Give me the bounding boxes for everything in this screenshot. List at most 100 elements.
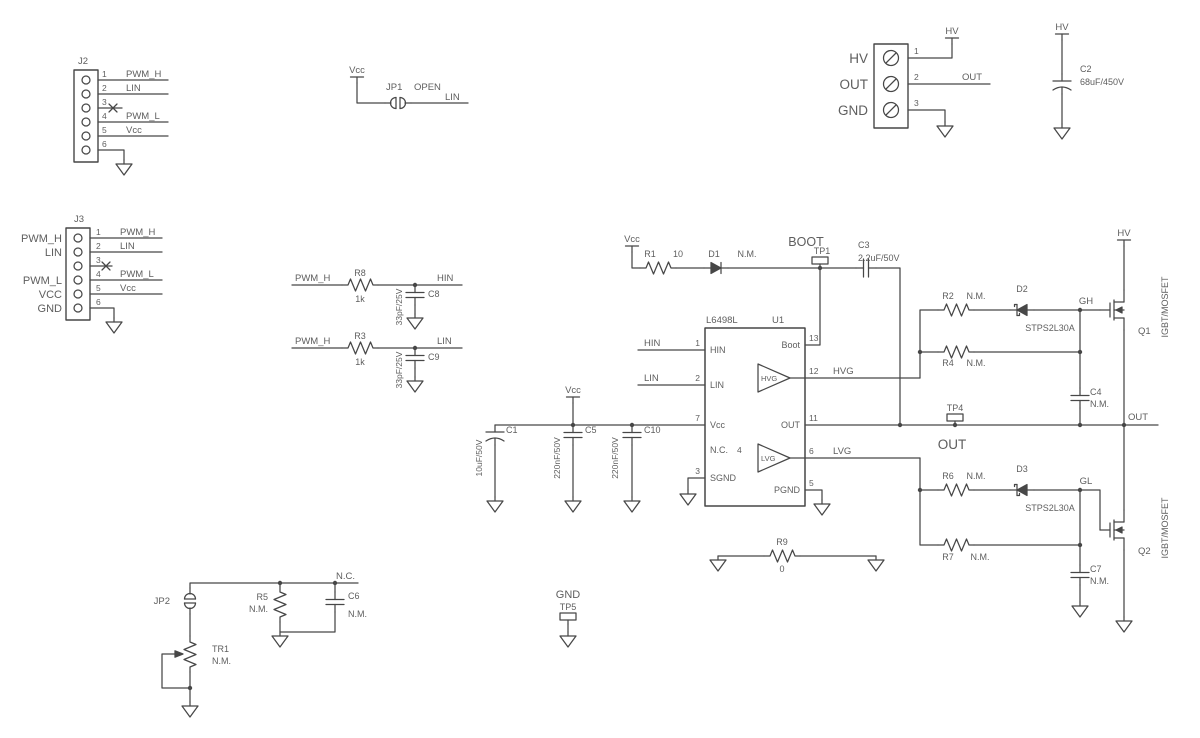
pin-name: PGND (774, 485, 801, 495)
component-ref: R1 (644, 249, 656, 259)
component-ref: R6 (942, 471, 954, 481)
ground-symbol (1115, 616, 1133, 633)
screw-contact (882, 49, 900, 67)
testpoint-symbol (559, 612, 577, 625)
component-ref: Q2 (1138, 546, 1151, 557)
capacitor-symbol (622, 424, 642, 446)
no-connect-x (101, 261, 111, 271)
screw-contact (882, 75, 900, 93)
pin-name: HIN (710, 345, 726, 355)
net-label: PWM_H (295, 273, 331, 284)
resistor-symbol (639, 261, 677, 275)
vcc-power-flag (565, 396, 581, 404)
ground-symbol (559, 631, 577, 648)
component-ref: C3 (858, 240, 870, 250)
net-label: HV (1055, 22, 1069, 33)
junction-dot (917, 349, 923, 355)
component-ref: C2 (1080, 64, 1092, 74)
input-filter-hin: PWM_H R8 1k HIN C8 33pF/25V (291, 268, 463, 330)
ground-symbol (564, 496, 582, 513)
transistor-symbol (1099, 509, 1125, 551)
pin-name: N.C. (710, 445, 728, 455)
buffer-label: LVG (761, 454, 776, 463)
hv-power-flag (1116, 239, 1132, 247)
net-label: GND (556, 589, 581, 601)
net-label: HIN (437, 273, 454, 284)
net-label: Vcc (565, 385, 581, 396)
component-ref: Q1 (1138, 326, 1151, 337)
net-label: LVG (833, 446, 851, 457)
signal-label: GND (38, 303, 63, 315)
pin-number: 12 (809, 366, 819, 376)
component-type: IGBT/MOSFET (1160, 276, 1170, 338)
component-ref: R7 (942, 552, 954, 562)
pin-number: 2 (102, 83, 107, 93)
junction-dot (917, 487, 923, 493)
resistor-symbol (341, 278, 379, 292)
component-value: N.M. (1090, 576, 1109, 586)
polarized-capacitor-symbol (485, 424, 505, 446)
ground-symbol (406, 313, 424, 330)
component-value: 2.2uF/50V (858, 253, 900, 263)
pin-number: 5 (96, 283, 101, 293)
pin-number: 4 (737, 445, 742, 455)
junction-dot (332, 580, 338, 586)
pin-number: 3 (96, 255, 101, 265)
pin-number: 1 (914, 46, 919, 56)
component-part: STPS2L30A (1025, 503, 1075, 513)
component-ref: C5 (585, 425, 597, 435)
component-value: 1k (355, 357, 365, 367)
net-label: PWM_H (120, 227, 156, 238)
jumper-symbol (384, 96, 412, 110)
component-ref: R8 (354, 268, 366, 278)
component-value: 33pF/25V (394, 288, 404, 325)
ground-symbol (406, 376, 424, 393)
net-label: LIN (126, 83, 141, 94)
pin-number: 2 (914, 72, 919, 82)
net-label: PWM_L (126, 111, 160, 122)
junction-dot (412, 282, 418, 288)
ground-symbol (936, 121, 954, 138)
jp1-ref: JP1 (386, 82, 402, 93)
j2-pin-contacts (81, 75, 91, 155)
pin-name: Boot (781, 340, 800, 350)
junction-dot (1077, 307, 1083, 313)
pin-number: 1 (96, 227, 101, 237)
component-value: N.M. (1090, 399, 1109, 409)
component-ref: R3 (354, 331, 366, 341)
net-label: LIN (120, 241, 135, 252)
capacitor-symbol (405, 347, 425, 369)
terminal-body (873, 43, 909, 129)
component-value: 10uF/50V (474, 439, 484, 476)
component-ref: C6 (348, 591, 360, 601)
component-ref: TR1 (212, 644, 229, 654)
ic-u1: L6498L U1 HVG LVG HIN LIN 1 HIN 2 LIN 7 … (494, 315, 921, 516)
hv-power-flag (944, 37, 960, 45)
junction-dot (187, 685, 193, 691)
trimmer-resistor-symbol (183, 635, 197, 673)
junction-dot (1077, 422, 1083, 428)
net-label: HV (1117, 228, 1131, 239)
junction-dot (570, 422, 576, 428)
net-label: Vcc (624, 234, 640, 245)
pin-name: OUT (781, 420, 801, 430)
ground-symbol (867, 555, 885, 572)
pin-name: LIN (710, 380, 724, 390)
pin-number: 1 (102, 69, 107, 79)
net-label: PWM_H (126, 69, 162, 80)
junction-dot (1077, 542, 1083, 548)
pin-number: 11 (809, 413, 818, 423)
component-value: N.M. (967, 471, 986, 481)
pin-number: 6 (102, 139, 107, 149)
vcc-power-flag (349, 76, 365, 84)
ground-symbol (115, 159, 133, 176)
component-ref: D1 (708, 249, 720, 259)
ground-symbol (709, 555, 727, 572)
component-ref: R4 (942, 358, 954, 368)
terminal-label: HV (849, 51, 868, 66)
ground-symbol (1053, 123, 1071, 140)
ground-symbol (105, 317, 123, 334)
component-ref: C4 (1090, 387, 1102, 397)
